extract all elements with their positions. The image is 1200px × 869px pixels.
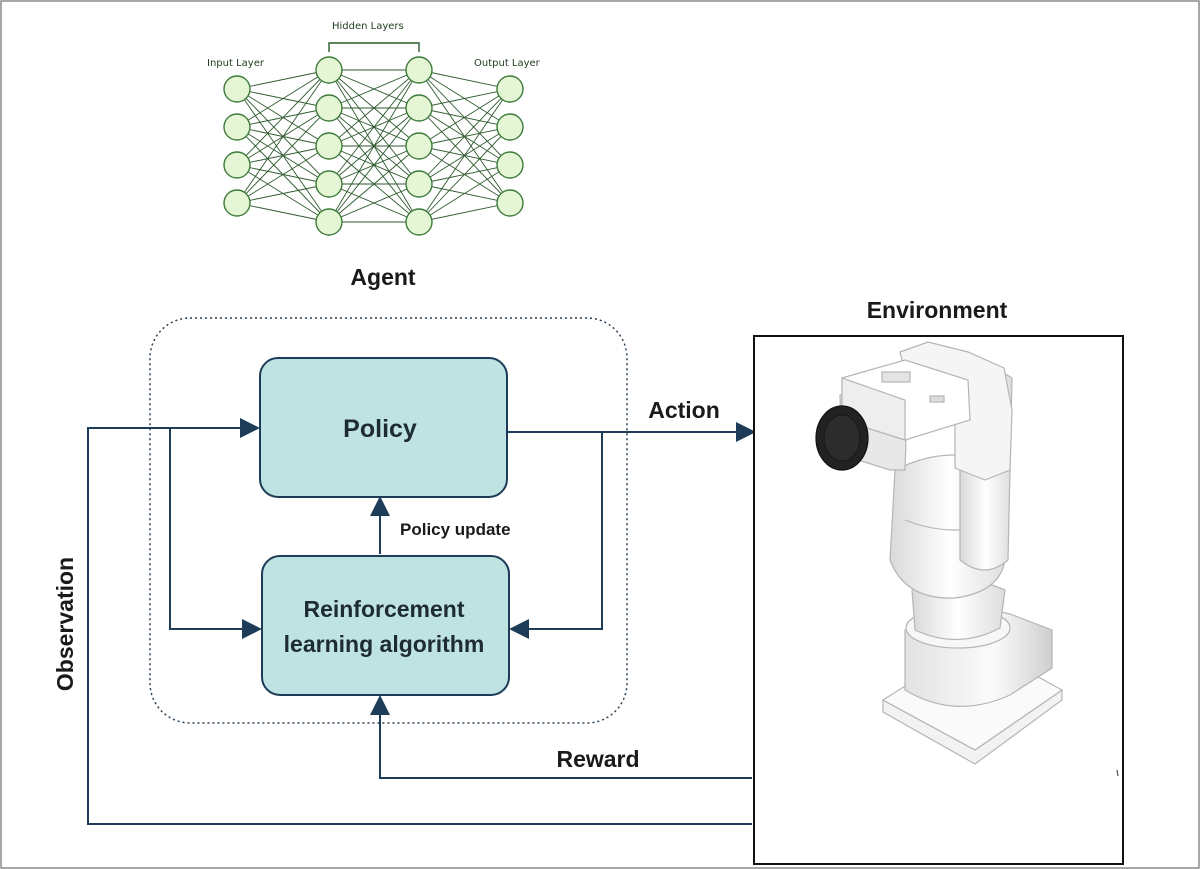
nn-edge bbox=[328, 69, 420, 109]
nn-edge bbox=[236, 69, 330, 204]
nn-edge bbox=[328, 183, 420, 223]
nn-node bbox=[223, 75, 251, 103]
action-feedback-arrow bbox=[509, 432, 603, 639]
nn-edge bbox=[236, 107, 330, 204]
nn-node bbox=[223, 113, 251, 141]
nn-edge bbox=[236, 145, 330, 204]
observation-label: Observation bbox=[52, 557, 78, 691]
policy-label: Policy bbox=[343, 415, 417, 443]
hidden-layers-bracket bbox=[328, 42, 420, 52]
nn-edge bbox=[236, 183, 330, 204]
nn-edge bbox=[418, 88, 511, 109]
nn-edge bbox=[418, 202, 511, 223]
nn-node bbox=[315, 170, 343, 198]
nn-edge bbox=[328, 69, 420, 147]
nn-edge bbox=[418, 88, 511, 223]
nn-node bbox=[496, 151, 524, 179]
nn-node bbox=[405, 208, 433, 236]
nn-node bbox=[405, 94, 433, 122]
environment-label: Environment bbox=[867, 297, 1008, 323]
input-layer-label: Input Layer bbox=[207, 58, 265, 69]
neural-network: Input Layer Hidden Layers Output Layer bbox=[207, 21, 541, 236]
reward-arrow bbox=[370, 695, 752, 779]
nn-node bbox=[315, 94, 343, 122]
nn-edge bbox=[236, 69, 330, 128]
nn-node bbox=[496, 189, 524, 217]
hidden-layers-label: Hidden Layers bbox=[332, 21, 404, 32]
nn-nodes bbox=[223, 56, 524, 236]
nn-edges bbox=[236, 69, 511, 223]
nn-node bbox=[405, 56, 433, 84]
nn-edge bbox=[328, 145, 420, 223]
nn-edge bbox=[328, 107, 420, 223]
rl-label-line1: Reinforcement bbox=[303, 596, 464, 622]
nn-edge bbox=[236, 69, 330, 90]
nn-edge bbox=[328, 69, 420, 185]
robot-arm-illustration bbox=[815, 341, 1119, 777]
agent-boundary bbox=[149, 317, 628, 724]
nn-node bbox=[223, 151, 251, 179]
output-layer-label: Output Layer bbox=[474, 58, 541, 69]
policy-update-label: Policy update bbox=[400, 520, 511, 539]
policy-box: Policy bbox=[259, 357, 508, 498]
nn-edge bbox=[236, 69, 330, 166]
nn-node bbox=[405, 132, 433, 160]
observation-to-rl-arrow bbox=[169, 428, 262, 639]
nn-node bbox=[315, 208, 343, 236]
rl-label-line2: learning algorithm bbox=[284, 631, 485, 657]
nn-node bbox=[405, 170, 433, 198]
nn-node bbox=[496, 113, 524, 141]
nn-edge bbox=[418, 69, 511, 90]
action-label: Action bbox=[648, 397, 720, 423]
nn-edge bbox=[328, 69, 420, 223]
rl-algorithm-box: Reinforcement learning algorithm bbox=[261, 555, 510, 696]
nn-node bbox=[315, 132, 343, 160]
reward-label: Reward bbox=[556, 746, 639, 772]
agent-label: Agent bbox=[350, 264, 416, 290]
observation-line bbox=[87, 418, 752, 825]
nn-node bbox=[315, 56, 343, 84]
nn-edge bbox=[236, 202, 330, 223]
nn-node bbox=[496, 75, 524, 103]
nn-edge bbox=[418, 88, 511, 147]
nn-edge bbox=[418, 88, 511, 185]
nn-edge bbox=[418, 126, 511, 223]
nn-edge bbox=[418, 164, 511, 223]
nn-node bbox=[223, 189, 251, 217]
